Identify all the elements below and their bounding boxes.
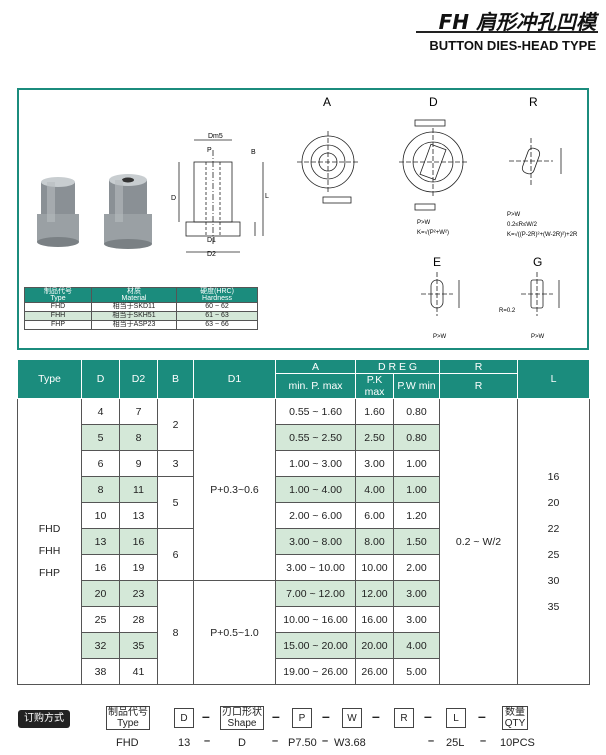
d-note-2: K=√(P²+W²) (417, 229, 449, 236)
view-a (297, 131, 359, 204)
spec-table: Type D D2 B D1 A D R E G R L min. P. max… (17, 359, 590, 685)
g-note: P>W (531, 334, 545, 340)
mat-header-material-en: Material (121, 295, 147, 302)
col-subheader-a: min. P. max (275, 373, 356, 399)
dim-p: P (207, 147, 212, 154)
col-header-b: B (157, 359, 194, 399)
example-d: 13 (178, 737, 191, 749)
r-note-2: 0.2≤R≤W/2 (507, 222, 538, 228)
e-note: P>W (433, 334, 447, 340)
col-header-d: D (81, 359, 120, 399)
r-note-1: P>W (507, 212, 521, 218)
order-p-box: P (292, 708, 312, 728)
d-note-1: P>W (417, 220, 431, 226)
example-qty: 10PCS (500, 737, 535, 749)
example-w: W3.68 (334, 737, 366, 749)
col-subheader-r: R (439, 373, 518, 399)
col-subheader-pk: P.K max (355, 373, 394, 399)
order-d-box: D (174, 708, 194, 728)
part-3d-left (37, 177, 79, 247)
mat-header-type-en: Type (50, 295, 66, 302)
mat-header-material-cn: 材质 (127, 288, 141, 295)
view-label-g: G (533, 255, 542, 269)
order-w-box: W (342, 708, 362, 728)
part-3d-right (104, 174, 152, 249)
mat-header-hardness-en: Hardness (202, 295, 232, 302)
col-header-a: A (275, 359, 356, 374)
page-title-cn: FH 肩形冲孔凹模 (438, 10, 596, 34)
view-label-a: A (323, 95, 331, 109)
mat-header-hardness-cn: 硬度(HRC) (200, 288, 234, 295)
r-note-3: K=√((P-2R)²+(W-2R)²)+2R (507, 231, 578, 238)
view-g (521, 272, 560, 316)
example-p: P7.50 (288, 737, 317, 749)
dim-dm5: Dm5 (208, 133, 223, 140)
view-d (399, 119, 467, 211)
col-header-d1: D1 (193, 359, 276, 399)
dim-b: B (251, 149, 256, 156)
col-header-d2: D2 (119, 359, 158, 399)
example-l: 25L (446, 737, 465, 749)
col-header-type: Type (17, 359, 82, 399)
dim-d2: D2 (207, 251, 216, 258)
dim-d: D (171, 195, 176, 202)
order-r-box: R (394, 708, 414, 728)
dim-d1: D1 (207, 237, 216, 244)
title-rule (416, 31, 598, 33)
section-view (178, 139, 264, 253)
order-l-box: L (446, 708, 466, 728)
g-r-label: R=0.2 (499, 308, 516, 314)
mat-header-type-cn: 制品代号 (44, 288, 72, 295)
example-shape: D (238, 737, 246, 749)
view-r (509, 138, 562, 186)
view-e (421, 272, 460, 316)
col-subheader-pw: P.W min (393, 373, 440, 399)
dim-l: L (265, 193, 269, 200)
col-header-r: R (439, 359, 518, 374)
technical-drawing: Dm5 P B L D1 D2 D A D P>W K=√(P²+W²) (37, 95, 578, 340)
view-label-e: E (433, 255, 441, 269)
example-type: FHD (116, 737, 139, 749)
order-badge: 订购方式 (18, 710, 70, 728)
page-title-en: BUTTON DIES-HEAD TYPE (429, 38, 596, 53)
col-header-l: L (517, 359, 590, 399)
col-header-dreg: D R E G (355, 359, 440, 374)
view-label-d: D (429, 95, 438, 109)
view-label-r: R (529, 95, 538, 109)
